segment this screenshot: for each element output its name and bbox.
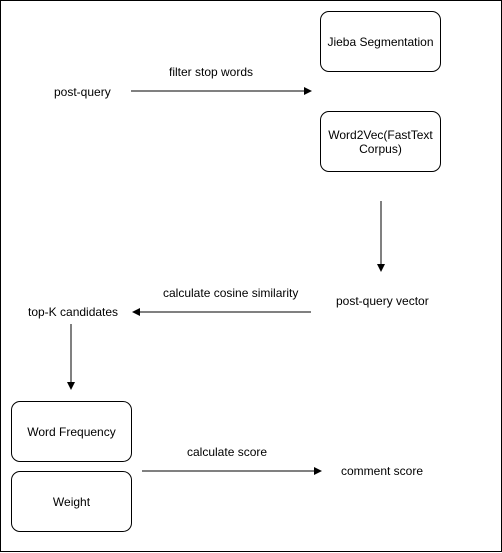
top-k-candidates-label: top-K candidates — [28, 305, 119, 319]
calculate-score-label: calculate score — [187, 445, 268, 459]
post-query-label: post-query — [54, 85, 111, 99]
cosine-similarity-label: calculate cosine similarity — [163, 286, 299, 300]
word-frequency-node: Word Frequency — [11, 401, 132, 462]
jieba-segmentation-label: Jieba Segmentation — [327, 34, 434, 49]
comment-score-label: comment score — [341, 464, 424, 478]
filter-stop-words-label: filter stop words — [169, 65, 254, 79]
word-frequency-label: Word Frequency — [27, 424, 116, 439]
post-query-vector-label: post-query vector — [336, 294, 429, 308]
word2vec-label: Word2Vec(FastText Corpus) — [328, 127, 433, 156]
word2vec-node: Word2Vec(FastText Corpus) — [320, 111, 441, 172]
jieba-segmentation-node: Jieba Segmentation — [320, 11, 441, 72]
weight-node: Weight — [11, 471, 132, 532]
weight-label: Weight — [52, 494, 91, 509]
